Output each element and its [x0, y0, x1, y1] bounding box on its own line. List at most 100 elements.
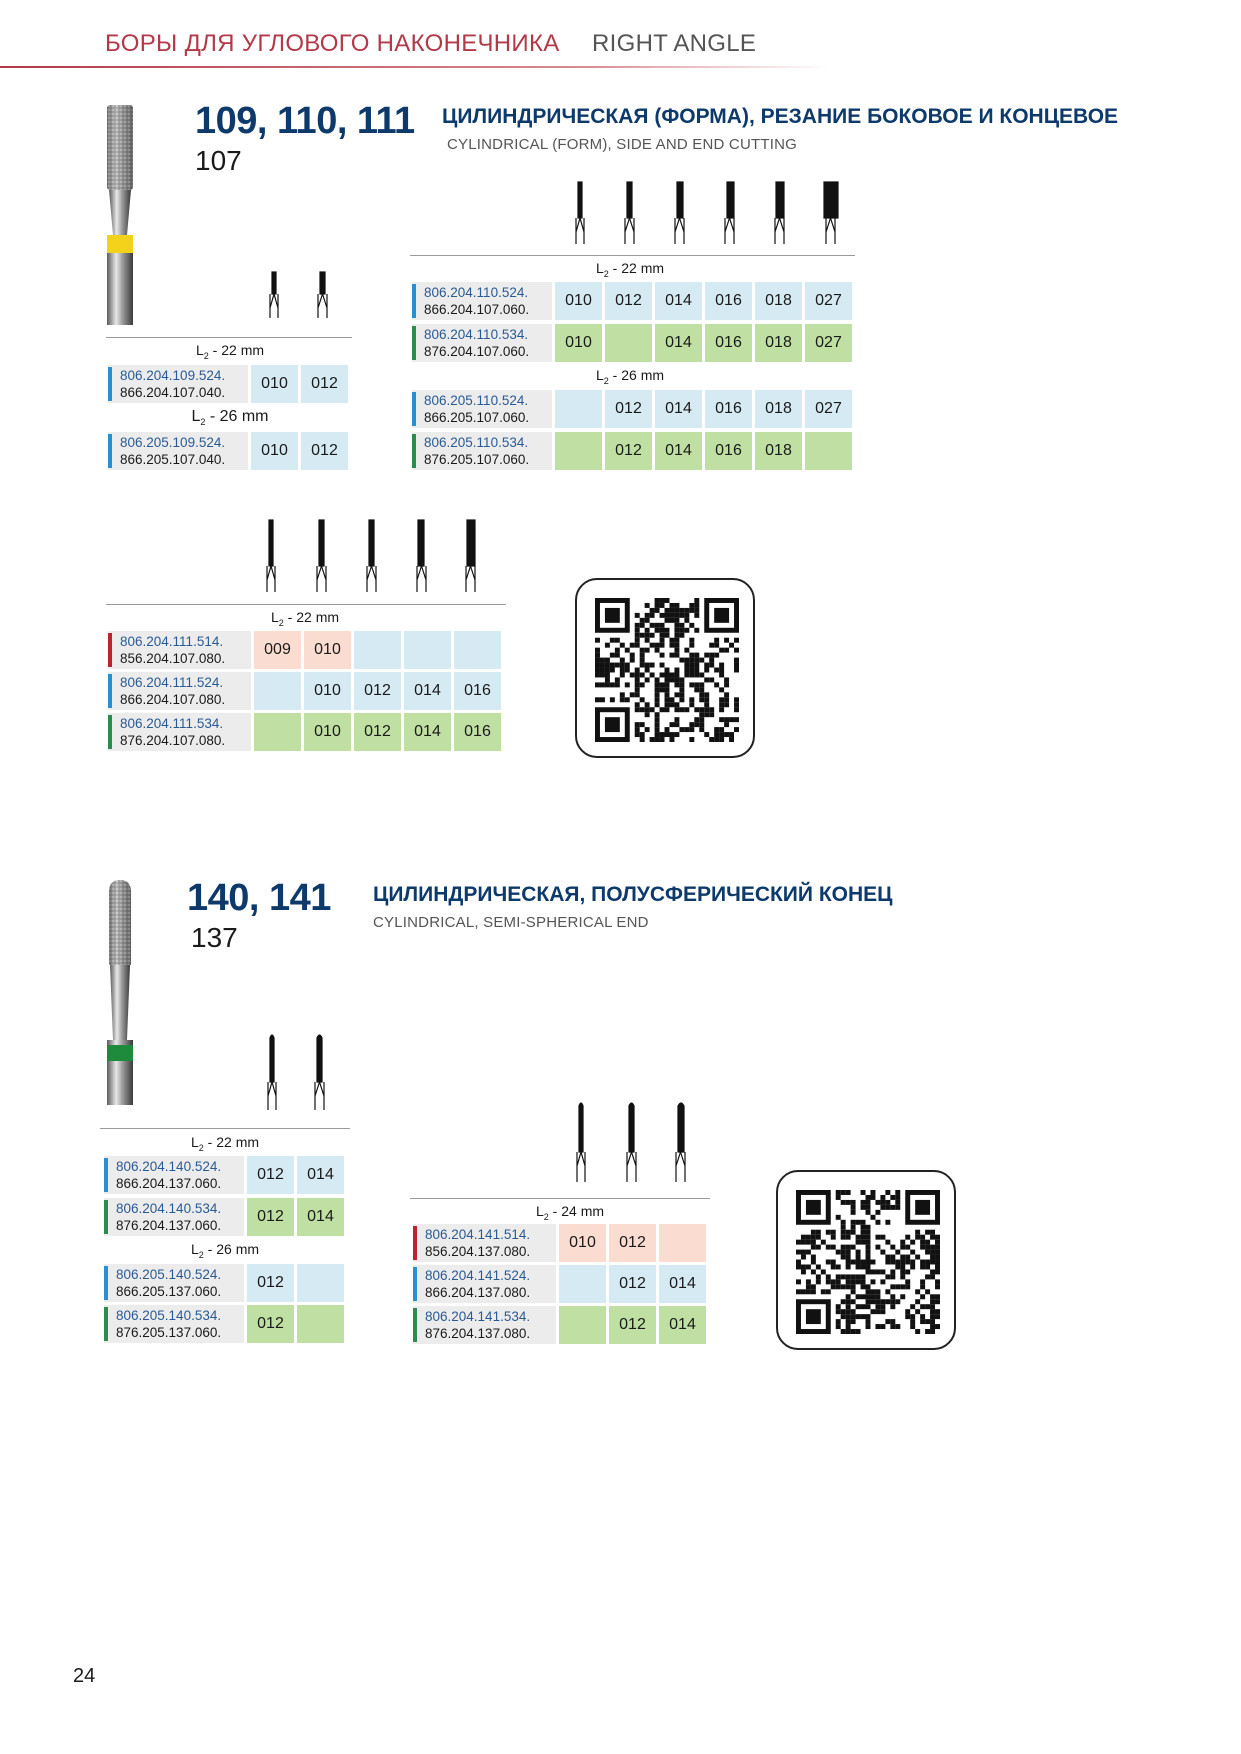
- size-cell: 012: [605, 432, 652, 470]
- size-cell: 014: [655, 390, 702, 428]
- article-code: 806.204.111.524.866.204.107.080.: [108, 672, 251, 710]
- size-cell: [559, 1265, 606, 1303]
- size-cell: 012: [247, 1198, 294, 1236]
- table-row: 806.204.110.534.876.204.107.060. 010 014…: [412, 324, 852, 362]
- size-cell: 016: [705, 390, 752, 428]
- size-cell: [254, 713, 301, 751]
- qr-code: [575, 578, 755, 758]
- size-cell: 012: [301, 432, 348, 470]
- size-cell: 014: [659, 1306, 706, 1344]
- l2-label: L2 - 22 mm: [595, 260, 665, 279]
- l2-label: L2 - 22 mm: [195, 342, 265, 361]
- size-cell: 012: [354, 672, 401, 710]
- article-code: 806.205.140.534.876.205.137.060.: [104, 1305, 244, 1343]
- size-cell: [659, 1224, 706, 1262]
- bur-size-icons: [267, 1034, 325, 1110]
- bur-size-icons: [575, 181, 839, 244]
- table-rule: [100, 1128, 350, 1129]
- model-numbers: 140, 141: [187, 877, 331, 919]
- size-cell: 014: [404, 713, 451, 751]
- size-cell: 016: [454, 672, 501, 710]
- l2-label: L2 - 26 mm: [190, 1241, 260, 1260]
- table-row: 806.204.110.524.866.204.107.060. 010 012…: [412, 282, 852, 320]
- l2-label: L2 - 24 mm: [535, 1203, 605, 1222]
- table-row: 806.204.140.534.876.204.137.060. 012 014: [104, 1198, 344, 1236]
- header-title-ru: БОРЫ ДЛЯ УГЛОВОГО НАКОНЕЧНИКА: [105, 30, 560, 57]
- article-code: 806.205.110.524.866.205.107.060.: [412, 390, 552, 428]
- model-sub-number: 107: [195, 145, 242, 176]
- table-rule: [106, 337, 352, 338]
- size-cell: 010: [251, 432, 298, 470]
- size-cell: 014: [655, 324, 702, 362]
- l2-label: L2 - 26 mm: [191, 408, 269, 428]
- size-cell: 012: [605, 390, 652, 428]
- size-cell: 016: [454, 713, 501, 751]
- size-cell: [559, 1306, 606, 1344]
- size-cell: 027: [805, 324, 852, 362]
- section-title-ru: ЦИЛИНДРИЧЕСКАЯ (ФОРМА), РЕЗАНИЕ БОКОВОЕ …: [442, 105, 1119, 128]
- size-cell: 010: [559, 1224, 606, 1262]
- article-code: 806.204.110.534.876.204.107.060.: [412, 324, 552, 362]
- size-cell: 014: [655, 282, 702, 320]
- size-cell: 010: [555, 324, 602, 362]
- article-code: 806.204.141.534.876.204.137.080.: [413, 1306, 556, 1344]
- size-cell: [605, 324, 652, 362]
- size-cell: 012: [354, 713, 401, 751]
- table-row: 806.204.111.524.866.204.107.080. 010 012…: [108, 672, 501, 710]
- size-cell: 010: [555, 282, 602, 320]
- table-row: 806.204.111.514.856.204.107.080. 009 010: [108, 631, 501, 669]
- size-cell: 010: [304, 713, 351, 751]
- size-cell: [297, 1264, 344, 1302]
- l2-label: L2 - 26 mm: [595, 367, 665, 386]
- table-row: 806.205.110.534.876.205.107.060. 012 014…: [412, 432, 852, 470]
- bur-image-semispherical: [107, 880, 133, 1105]
- size-cell: 018: [755, 324, 802, 362]
- size-cell: 027: [805, 282, 852, 320]
- table-row: 806.204.141.514.856.204.137.080. 010 012: [413, 1224, 706, 1262]
- model-sub-number: 137: [191, 922, 238, 953]
- article-code: 806.204.110.524.866.204.107.060.: [412, 282, 552, 320]
- size-cell: [354, 631, 401, 669]
- size-cell: [297, 1305, 344, 1343]
- article-code: 806.204.140.534.876.204.137.060.: [104, 1198, 244, 1236]
- qr-code: [776, 1170, 956, 1350]
- bur-size-icons: [269, 271, 328, 318]
- size-cell: [555, 432, 602, 470]
- table-rule: [410, 1198, 710, 1199]
- article-code: 806.204.111.534.876.204.107.080.: [108, 713, 251, 751]
- table-row: 806.204.141.524.866.204.137.080. 012 014: [413, 1265, 706, 1303]
- size-cell: 014: [659, 1265, 706, 1303]
- table-row: 806.205.110.524.866.205.107.060. 012 014…: [412, 390, 852, 428]
- size-cell: [805, 432, 852, 470]
- article-code: 806.204.141.524.866.204.137.080.: [413, 1265, 556, 1303]
- qr-pattern: [796, 1190, 940, 1334]
- size-cell: 012: [609, 1265, 656, 1303]
- size-cell: 018: [755, 390, 802, 428]
- size-cell: 010: [304, 672, 351, 710]
- l2-label: L2 - 22 mm: [190, 1134, 260, 1153]
- table-row: 806.204.140.524.866.204.137.060. 012 014: [104, 1156, 344, 1194]
- size-cell: 012: [247, 1264, 294, 1302]
- model-numbers: 109, 110, 111: [195, 100, 415, 142]
- table-row: 806.205.140.524.866.205.137.060. 012: [104, 1264, 344, 1302]
- size-cell: 018: [755, 282, 802, 320]
- header-rule: [0, 66, 830, 68]
- size-cell: 014: [297, 1198, 344, 1236]
- size-cell: 027: [805, 390, 852, 428]
- article-code: 806.204.141.514.856.204.137.080.: [413, 1224, 556, 1262]
- size-cell: 014: [655, 432, 702, 470]
- bur-image-cylindrical: [107, 105, 133, 325]
- size-cell: 016: [705, 282, 752, 320]
- size-cell: 009: [254, 631, 301, 669]
- article-code: 806.205.140.524.866.205.137.060.: [104, 1264, 244, 1302]
- page-header: БОРЫ ДЛЯ УГЛОВОГО НАКОНЕЧНИКА RIGHT ANGL…: [0, 0, 1241, 70]
- bur-size-icons: [576, 1102, 686, 1182]
- size-cell: 016: [705, 324, 752, 362]
- article-code: 806.204.109.524.866.204.107.040.: [108, 365, 248, 403]
- size-cell: 012: [605, 282, 652, 320]
- size-cell: 010: [251, 365, 298, 403]
- size-cell: 012: [247, 1156, 294, 1194]
- qr-pattern: [595, 598, 739, 742]
- size-cell: [454, 631, 501, 669]
- size-cell: 018: [755, 432, 802, 470]
